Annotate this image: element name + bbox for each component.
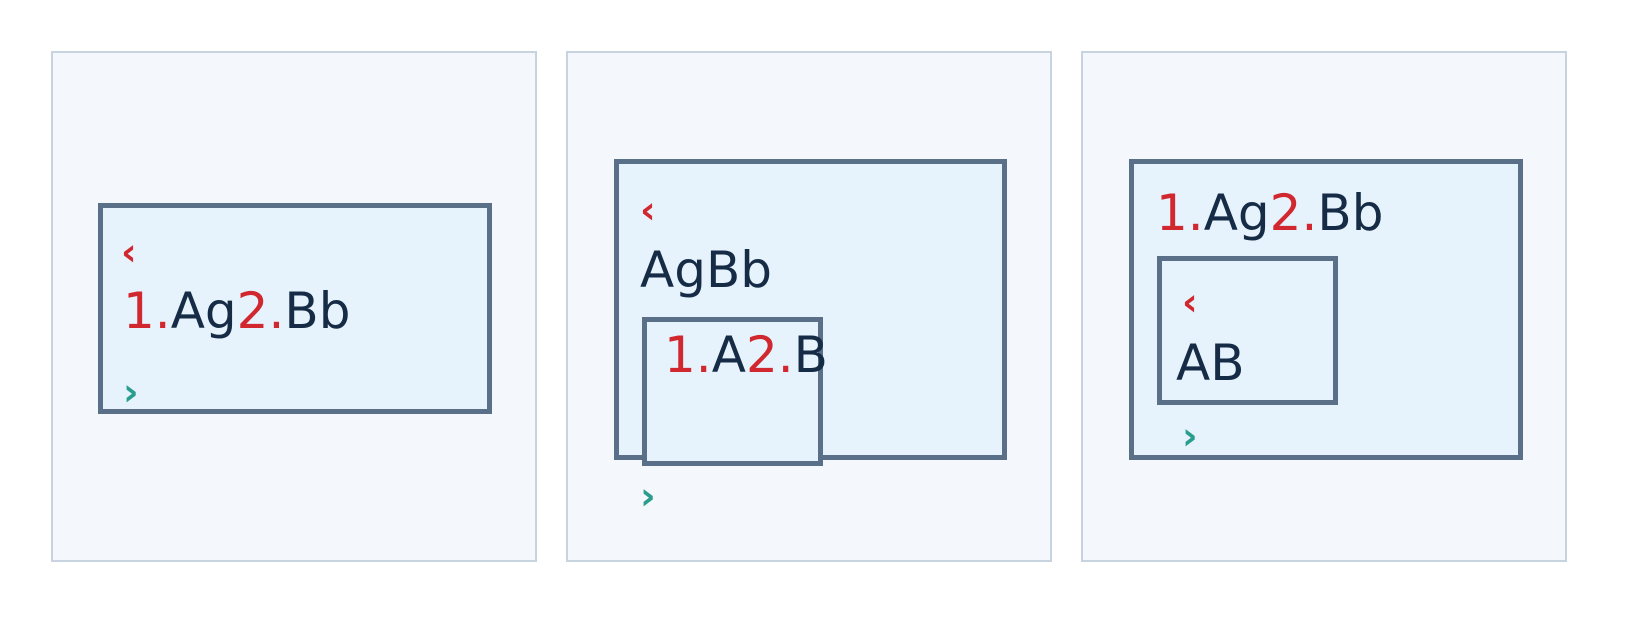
panel-2: ‹ AgBb 1.A2.B ›: [566, 51, 1052, 562]
panel-2-outer-label: AgBb: [640, 241, 772, 299]
panel-2-inner-box: [642, 317, 823, 466]
panel-1-open-chevron-icon: ‹: [121, 230, 137, 274]
panel-3-inner-box: [1157, 256, 1338, 405]
panel-1-text-b: Bb: [284, 282, 351, 340]
panel-1-label: 1.Ag2.Bb: [123, 286, 350, 336]
panel-2-close-chevron-icon: ›: [640, 474, 656, 518]
panel-1-marker-1: 1.: [123, 282, 171, 340]
panel-1-text-a: Ag: [170, 282, 237, 340]
panel-2-open-chevron-icon: ‹: [640, 188, 656, 232]
panel-3-marker-1: 1.: [1156, 184, 1204, 242]
panel-3: 1.Ag2.Bb ‹ AB ›: [1081, 51, 1567, 562]
panel-3-marker-2: 2.: [1269, 184, 1318, 242]
panel-2-text-b: B: [793, 326, 828, 384]
panel-1-marker-2: 2.: [236, 282, 285, 340]
panel-3-outer-label: 1.Ag2.Bb: [1156, 188, 1383, 238]
panel-2-text-a: A: [711, 326, 746, 384]
panel-3-inner-label: AB: [1176, 334, 1245, 392]
panel-2-marker-1: 1.: [664, 326, 712, 384]
panel-1: ‹ 1.Ag2.Bb ›: [51, 51, 537, 562]
panel-2-marker-2: 2.: [745, 326, 794, 384]
panel-3-text-a: Ag: [1203, 184, 1270, 242]
panel-1-box: [98, 203, 492, 414]
panel-3-text-b: Bb: [1317, 184, 1384, 242]
panel-3-open-chevron-icon: ‹: [1182, 280, 1198, 324]
panel-2-inner-label: 1.A2.B: [664, 330, 828, 380]
panel-3-close-chevron-icon: ›: [1182, 414, 1198, 458]
panel-1-close-chevron-icon: ›: [123, 370, 139, 414]
